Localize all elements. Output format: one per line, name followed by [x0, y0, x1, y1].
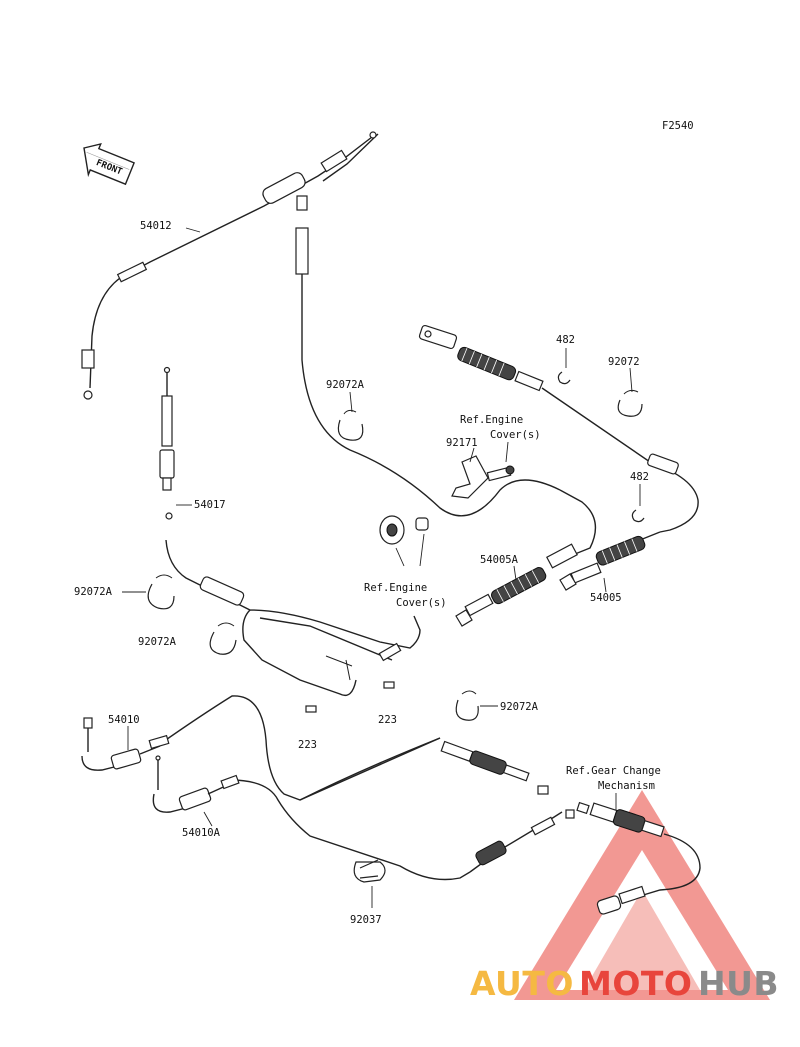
ref-engine-cover-2-line2: Cover(s) [396, 597, 447, 609]
watermark-part2: MOTO [579, 964, 692, 1003]
label-223-1: 223 [378, 714, 397, 726]
cable-54010A [152, 755, 240, 813]
clamp-92072A-2 [147, 574, 175, 610]
cable-54017 [159, 366, 175, 520]
bracket-92171 [451, 455, 515, 499]
ref-gear-change-line1: Ref.Gear Change [566, 765, 661, 777]
clamp-92072A-4 [455, 690, 479, 721]
cable-middle-group [165, 539, 421, 713]
gear-change-cable [576, 801, 701, 915]
cable-54005A [455, 543, 578, 627]
cable-upper-right [418, 324, 699, 533]
watermark-text: AUTO MOTO HUB [470, 964, 779, 1003]
front-arrow-icon: FRONT [83, 142, 135, 186]
label-92037: 92037 [350, 914, 382, 926]
label-223-2: 223 [298, 739, 317, 751]
ref-engine-cover-2-line1: Ref.Engine [364, 582, 427, 594]
cable-lower-system [159, 695, 575, 881]
label-92072: 92072 [608, 356, 640, 368]
figure-code: F2540 [662, 120, 694, 132]
ref-engine-cover-1-line1: Ref.Engine [460, 414, 523, 426]
label-54005: 54005 [590, 592, 622, 604]
ref-engine-cover-1-line2: Cover(s) [490, 429, 541, 441]
clamp-92037 [353, 859, 386, 883]
label-54005A: 54005A [480, 554, 519, 566]
cable-long-upper [295, 195, 597, 557]
label-92072A-2: 92072A [74, 586, 113, 598]
label-482-2: 482 [630, 471, 649, 483]
label-92072A-4: 92072A [500, 701, 539, 713]
seal-bushing [379, 515, 429, 545]
watermark-part1: AUTO [470, 964, 574, 1003]
label-92072A-3: 92072A [138, 636, 177, 648]
cable-54012 [81, 131, 379, 400]
label-54012: 54012 [140, 220, 172, 232]
cable-54010 [81, 717, 170, 771]
label-54010: 54010 [108, 714, 140, 726]
clip-482-1 [557, 371, 571, 385]
label-482-1: 482 [556, 334, 575, 346]
ref-gear-change-line2: Mechanism [598, 780, 655, 792]
clip-482-2 [631, 509, 645, 523]
label-54010A: 54010A [182, 827, 221, 839]
label-92171: 92171 [446, 437, 478, 449]
clamp-92072 [617, 389, 643, 417]
cable-54005 [559, 531, 661, 591]
label-54017: 54017 [194, 499, 226, 511]
clamp-92072A-3 [209, 622, 237, 655]
watermark-part3: HUB [698, 964, 779, 1003]
clamp-92072A-1 [337, 409, 364, 441]
label-92072A-1: 92072A [326, 379, 365, 391]
